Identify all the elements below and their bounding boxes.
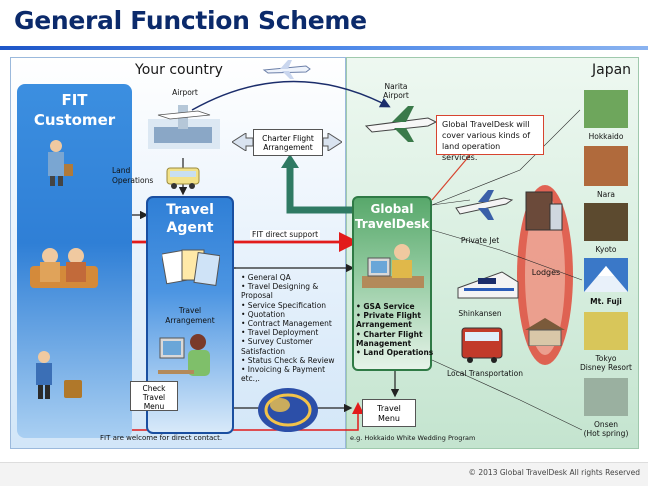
kyoto-photo: [584, 203, 628, 241]
gtd-services-list: • GSA Service • Private Flight Arrangeme…: [356, 302, 434, 358]
hokkaido-photo: [584, 90, 628, 128]
your-country-label: Your country: [135, 62, 223, 78]
green-arrow-head: [281, 154, 299, 168]
private-jet-label: Private Jet: [460, 236, 500, 245]
onsen-photo: [584, 378, 628, 416]
tokyo-disney-photo: [584, 312, 628, 350]
fit-welcome-label: FIT are welcome for direct contact.: [100, 434, 223, 442]
lodges-label: Lodges: [531, 268, 561, 277]
header-rule: [0, 46, 648, 50]
airplane-icon: [262, 58, 312, 80]
travel-brochures-icon: [160, 246, 221, 288]
wedding-program-label: e.g. Hokkaido White Wedding Program: [350, 434, 476, 442]
fit-direct-support-label: FIT direct support: [250, 230, 321, 239]
nara-photo: [584, 146, 628, 186]
local-transportation-label: Local Transportation: [447, 369, 523, 378]
narita-plane-icon: [362, 104, 440, 144]
agent-services-list: • General QA • Travel Designing & Propos…: [241, 273, 335, 384]
mt-fuji-label: Mt. Fuji: [590, 297, 622, 306]
agent-woman-computer-icon: [158, 330, 216, 382]
businessman-icon: [38, 138, 74, 186]
shinkansen-icon: [456, 258, 520, 304]
traveler-icon: [30, 350, 90, 400]
kyoto-label: Kyoto: [595, 245, 617, 254]
shinkansen-label: Shinkansen: [458, 309, 502, 318]
hokkaido-label: Hokkaido: [588, 132, 624, 141]
airport-label: Airport: [172, 88, 198, 97]
local-bus-icon: [460, 326, 504, 364]
hotel-icon: [522, 186, 564, 232]
onsen-label: Onsen(Hot spring): [583, 420, 629, 438]
mt-fuji-photo: [584, 258, 628, 292]
bus-icon: [166, 166, 200, 190]
airport-icon: [148, 101, 220, 153]
private-jet-icon: [452, 188, 516, 222]
copyright-text: © 2013 Global TravelDesk All rights Rese…: [468, 468, 641, 477]
nara-label: Nara: [597, 190, 615, 199]
page-title: General Function Scheme: [14, 6, 367, 35]
flight-path: [191, 80, 391, 111]
couple-icon: [28, 244, 100, 292]
ryokan-icon: [525, 318, 565, 347]
footer-bar: [0, 462, 648, 486]
desk-operator-icon: [362, 240, 424, 292]
japan-label: Japan: [592, 62, 632, 78]
